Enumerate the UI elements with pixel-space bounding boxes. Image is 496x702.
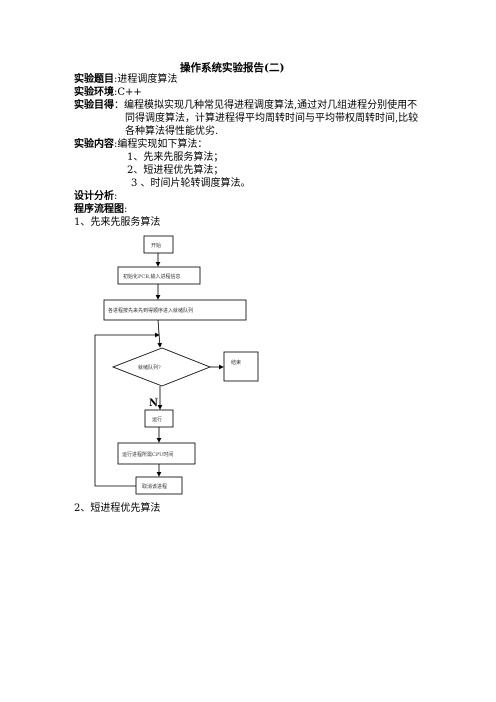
env-value: C++	[117, 87, 142, 98]
arrow-sort-decision	[157, 319, 163, 348]
content-item-2: 2、短进程优先算法；	[127, 165, 224, 176]
content-item-1: 1、先来先服务算法；	[127, 152, 224, 163]
design-row: 设计分析:	[74, 191, 118, 202]
no-label: N	[149, 398, 158, 409]
env-row: 实验环境:C++	[74, 87, 142, 98]
node-cancel-text: 取消该进程	[142, 483, 167, 490]
node-decision-text: 就绪队列?	[138, 364, 161, 371]
node-decision	[111, 347, 212, 387]
goal-line-1: 编程模拟实现几种常见得进程调度算法,通过对几组进程分别使用不	[124, 100, 418, 111]
node-compute	[117, 442, 196, 465]
node-sort	[103, 299, 247, 321]
design-label: 设计分析	[74, 191, 114, 202]
goal-line-2: 同得调度算法，计算进程得平均周转时间与平均带权周转时间,比较	[125, 113, 419, 124]
node-start	[143, 235, 174, 254]
node-end-text: 结束	[231, 359, 241, 366]
topic-row: 实验题目:进程调度算法	[74, 74, 178, 85]
loop-back-line	[94, 332, 160, 487]
node-run-text: 运行	[152, 416, 162, 423]
content-label: 实验内容	[74, 139, 114, 150]
node-init-text: 初始化PCB,输入进程信息	[123, 273, 180, 280]
node-end	[223, 351, 259, 382]
node-sort-text: 各进程按先来先到得顺序进入就绪队列	[108, 307, 193, 314]
env-label: 实验环境	[74, 87, 114, 98]
goal-label: 实验目得	[74, 100, 114, 111]
content-row: 实验内容:编程实现如下算法：	[74, 139, 208, 150]
content-item-3: 3 、时间片轮转调度算法。	[131, 178, 251, 189]
goal-line-3: 各种算法得性能优劣.	[125, 126, 219, 137]
section2-title: 2、短进程优先算法	[74, 503, 161, 514]
node-compute-text: 运行进程所需CPU时间	[122, 451, 173, 458]
topic-value: 进程调度算法	[117, 74, 178, 85]
goal-row: 实验目得：编程模拟实现几种常见得进程调度算法,通过对几组进程分别使用不	[74, 100, 418, 111]
section1-title: 1、先来先服务算法	[74, 217, 161, 228]
node-init	[117, 266, 201, 285]
node-start-text: 开始	[151, 242, 161, 249]
node-cancel	[135, 476, 183, 495]
flow-label: 程序流程图	[74, 204, 124, 215]
flow-row: 程序流程图:	[74, 204, 128, 215]
report-title: 操作系统实验报告(二)	[180, 62, 285, 74]
topic-label: 实验题目	[74, 74, 114, 85]
content-intro: 编程实现如下算法：	[117, 139, 208, 150]
